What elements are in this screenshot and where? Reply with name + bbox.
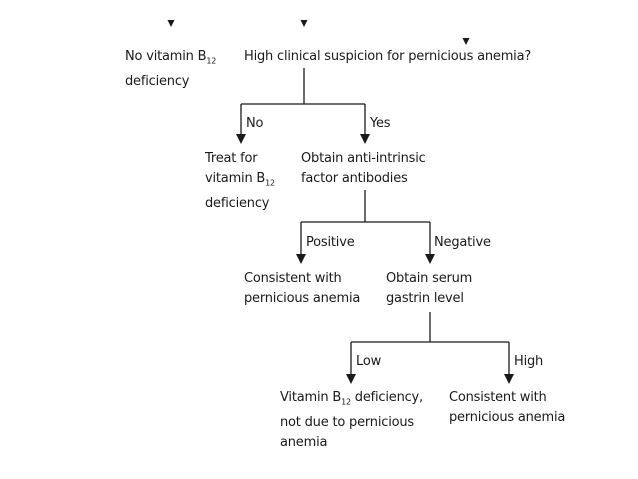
node-treat-line2: vitamin B <box>205 171 266 186</box>
node-treat-line3: deficiency <box>205 195 270 211</box>
edge-no-arrowhead <box>236 134 246 144</box>
node-consistent-pernicious-1: Consistent with pernicious anemia <box>244 269 360 309</box>
top-stub-arrowhead-center <box>300 20 308 27</box>
node-consistent-1-line1: Consistent with <box>244 271 342 286</box>
node-antibodies-line2: factor antibodies <box>301 171 408 186</box>
node-no-b12-subscript: 12 <box>206 56 217 66</box>
node-no-b12-deficiency: No vitamin B12 deficiency <box>125 47 216 92</box>
node-not-due-line1b: deficiency, <box>350 390 423 405</box>
node-consistent-pernicious-2: Consistent with pernicious anemia <box>449 388 565 428</box>
node-not-pernicious: Vitamin B12 deficiency, not due to perni… <box>280 388 423 453</box>
node-antibodies-line1: Obtain anti-intrinsic <box>301 151 426 166</box>
node-not-due-line2: not due to pernicious <box>280 414 414 430</box>
top-stub-arrowhead-right <box>462 38 470 45</box>
edge-label-yes: Yes <box>370 116 391 131</box>
top-stub-arrowhead-left <box>167 20 175 27</box>
node-gastrin-line1: Obtain serum <box>386 271 473 286</box>
node-treat-line1: Treat for <box>205 151 258 166</box>
edge-label-positive: Positive <box>306 235 355 250</box>
node-clinical-suspicion: High clinical suspicion for pernicious a… <box>244 47 531 67</box>
node-treat-b12: Treat for vitamin B12 deficiency <box>205 149 275 214</box>
node-not-due-line1a: Vitamin B <box>280 390 342 405</box>
node-antibodies: Obtain anti-intrinsic factor antibodies <box>301 149 426 189</box>
node-not-due-line3: anemia <box>280 434 328 450</box>
edge-yes-arrowhead <box>360 134 370 144</box>
edge-label-low: Low <box>356 354 382 369</box>
edge-label-negative: Negative <box>434 235 491 250</box>
node-consistent-2-line2: pernicious anemia <box>449 410 566 425</box>
node-clinical-suspicion-text: High clinical suspicion for pernicious a… <box>244 49 532 64</box>
node-not-due-subscript: 12 <box>341 397 351 407</box>
node-no-b12-line1: No vitamin B <box>125 49 207 64</box>
edge-label-no: No <box>246 116 264 131</box>
node-no-b12-line2: deficiency <box>125 73 190 89</box>
edge-low-arrowhead <box>346 374 356 384</box>
node-gastrin: Obtain serum gastrin level <box>386 269 472 309</box>
edge-negative-arrowhead <box>425 254 435 264</box>
node-gastrin-line2: gastrin level <box>386 291 464 306</box>
node-treat-subscript: 12 <box>265 178 275 188</box>
edge-positive-arrowhead <box>296 254 306 264</box>
edge-label-high: High <box>514 354 544 369</box>
node-consistent-2-line1: Consistent with <box>449 390 547 405</box>
edge-high-arrowhead <box>504 374 514 384</box>
node-consistent-1-line2: pernicious anemia <box>244 291 361 306</box>
